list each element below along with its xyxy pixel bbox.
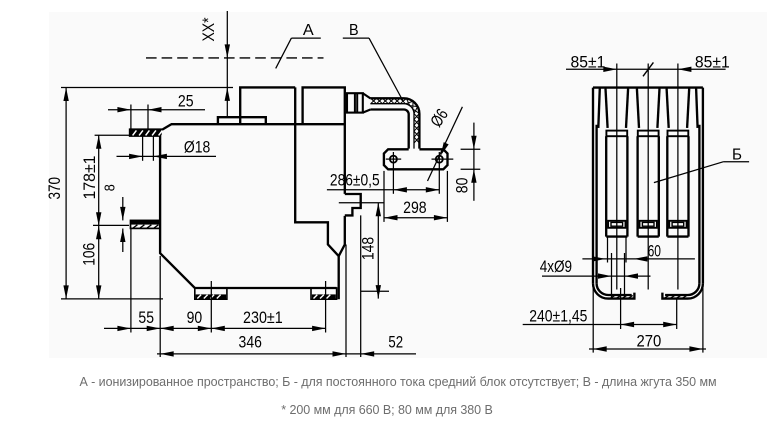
svg-text:148: 148 [359, 237, 378, 260]
svg-text:370: 370 [45, 177, 64, 200]
svg-text:8: 8 [102, 184, 119, 191]
svg-text:Ø18: Ø18 [184, 137, 210, 156]
svg-text:85±1: 85±1 [695, 52, 730, 71]
svg-text:55: 55 [138, 308, 154, 327]
svg-text:85±1: 85±1 [571, 52, 606, 71]
svg-text:106: 106 [79, 243, 98, 266]
svg-text:XX*: XX* [199, 17, 218, 41]
svg-text:52: 52 [388, 332, 403, 351]
svg-text:90: 90 [187, 308, 203, 327]
svg-text:270: 270 [637, 331, 662, 350]
svg-text:178±1: 178±1 [80, 156, 99, 200]
svg-text:Б: Б [732, 146, 742, 163]
svg-text:286±0,5: 286±0,5 [330, 170, 380, 189]
svg-text:Ø6: Ø6 [427, 105, 452, 130]
svg-text:25: 25 [178, 92, 194, 111]
svg-text:4xØ9: 4xØ9 [540, 257, 572, 276]
svg-text:298: 298 [403, 198, 427, 217]
svg-text:60: 60 [648, 241, 661, 260]
svg-text:В: В [349, 22, 359, 39]
svg-text:80: 80 [453, 178, 472, 194]
svg-text:230±1: 230±1 [243, 308, 283, 327]
svg-text:346: 346 [239, 332, 262, 351]
svg-text:А: А [303, 22, 314, 39]
svg-text:240±1,45: 240±1,45 [529, 306, 587, 325]
